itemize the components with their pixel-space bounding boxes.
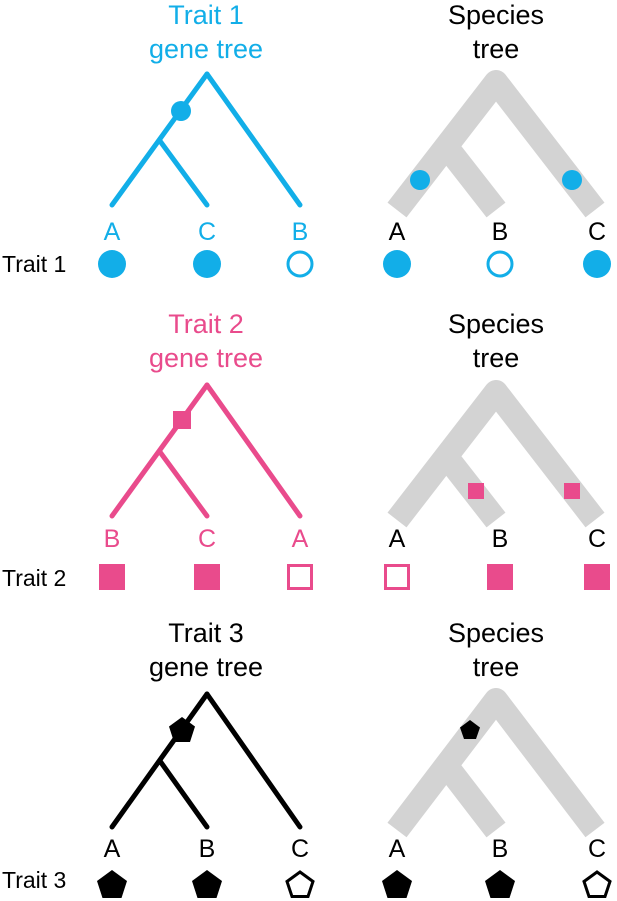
trait-2-row-label: Trait 2 [2, 565, 66, 591]
trait-2-species-tree-tip-label-1: A [389, 525, 406, 553]
trait-3-gene-tree: Trait 3 gene tree A B C [97, 618, 315, 898]
trait-2-gene-tree-branch-inner [157, 449, 210, 519]
trait-1-gene-tree-branches [109, 71, 303, 208]
trait-1-species-tree: Species tree A B C [383, 0, 611, 278]
trait-3-row-label: Trait 3 [2, 867, 66, 893]
trait-2-gene-tree-branch-right [204, 382, 303, 519]
trait-3-species-tree-branch-inner [436, 757, 506, 838]
trait-3-species-tree-title-line2: tree [473, 652, 520, 682]
trait-3-gene-tree-tip-state-1 [97, 870, 127, 898]
trait-1-species-tree-transition-marker-2 [562, 170, 582, 190]
trait-3-gene-tree-tip-state-2 [192, 870, 222, 898]
trait-2-species-tree-tip-label-3: C [588, 525, 606, 553]
trait-2-gene-tree-transition-marker [173, 411, 191, 429]
trait-2-species-tree-tip-state-3 [584, 564, 610, 590]
trait-2-species-tree-tip-state-2 [487, 564, 513, 590]
trait-3-species-tree: Species tree A B C [382, 618, 612, 898]
trait-2-species-tree-transition-marker-1 [468, 483, 484, 499]
trait-1-species-tree-tip-label-2: B [492, 218, 509, 246]
trait-2-gene-tree-tip-state-1 [99, 564, 125, 590]
trait-3-gene-tree-branches [109, 691, 303, 830]
panel-trait-3: Trait 3 gene tree A B C Species tree [2, 618, 612, 898]
trait-3-species-tree-tip-label-3: C [588, 835, 606, 863]
trait-3-gene-tree-title-line2: gene tree [149, 652, 263, 682]
trait-1-gene-tree-tip-label-2: C [198, 218, 216, 246]
trait-1-species-tree-branches [387, 70, 605, 218]
trait-1-gene-tree-tip-state-3 [286, 250, 314, 278]
trait-3-species-tree-branches [387, 688, 605, 838]
panel-trait-2: Trait 2 gene tree B C A Species tree [2, 309, 610, 591]
trait-3-species-tree-branch-outer [387, 688, 605, 838]
trait-1-gene-tree-tip-state-1 [98, 250, 126, 278]
trait-1-species-tree-title-line1: Species [448, 0, 544, 30]
trait-1-species-tree-tip-label-1: A [389, 218, 406, 246]
trait-1-species-tree-branch-outer [387, 70, 605, 218]
trait-3-species-tree-tip-label-1: A [389, 835, 406, 863]
trait-3-gene-tree-branch-inner [157, 758, 210, 830]
trait-2-species-tree-transition-marker-2 [564, 483, 580, 499]
trait-1-species-tree-transition-marker-1 [410, 170, 430, 190]
trait-3-species-tree-tip-state-3 [582, 870, 612, 898]
trait-2-gene-tree-tip-state-3 [287, 564, 313, 590]
trait-1-gene-tree: Trait 1 gene tree A C B [98, 0, 314, 278]
panel-trait-1: Trait 1 gene tree A C B Species tree [2, 0, 611, 278]
trait-2-gene-tree-tip-state-2 [194, 564, 220, 590]
trait-1-species-tree-tip-state-3 [583, 250, 611, 278]
trait-1-row-label: Trait 1 [2, 251, 66, 277]
trait-2-gene-tree-tip-label-2: C [198, 525, 216, 553]
trait-3-gene-tree-title-line1: Trait 3 [168, 618, 244, 648]
trait-1-gene-tree-title-line1: Trait 1 [168, 0, 244, 30]
trait-1-gene-tree-branch-right [204, 71, 303, 208]
trait-3-gene-tree-branch-right [204, 691, 303, 830]
trait-1-species-tree-tip-label-3: C [588, 218, 606, 246]
trait-1-gene-tree-tip-label-3: B [292, 218, 309, 246]
trait-2-species-tree-branches [387, 380, 605, 528]
trait-1-gene-tree-tip-label-1: A [104, 218, 121, 246]
trait-3-species-tree-tip-label-2: B [492, 835, 509, 863]
trait-3-species-tree-tip-state-1 [382, 870, 412, 898]
trait-3-gene-tree-tip-label-1: A [104, 835, 121, 863]
trait-2-gene-tree-tip-label-1: B [104, 525, 121, 553]
trait-3-gene-tree-tip-label-3: C [291, 835, 309, 863]
trait-1-species-tree-branch-inner [436, 138, 506, 218]
trait-2-species-tree: Species tree A B C [384, 309, 610, 590]
trait-2-gene-tree-branches [109, 382, 303, 519]
trait-2-gene-tree-title-line2: gene tree [149, 343, 263, 373]
trait-2-species-tree-branch-outer [387, 380, 605, 528]
trait-3-species-tree-tip-state-2 [485, 870, 515, 898]
trait-1-species-tree-tip-state-1 [383, 250, 411, 278]
trait-3-species-tree-title-line1: Species [448, 618, 544, 648]
trait-2-gene-tree-title-line1: Trait 2 [168, 309, 244, 339]
trait-1-gene-tree-title-line2: gene tree [149, 34, 263, 64]
trait-2-gene-tree: Trait 2 gene tree B C A [99, 309, 313, 590]
trait-2-species-tree-title-line2: tree [473, 343, 520, 373]
trait-3-gene-tree-tip-label-2: B [199, 835, 216, 863]
trait-1-gene-tree-branch-inner [157, 138, 210, 208]
trait-1-gene-tree-tip-state-2 [193, 250, 221, 278]
trait-2-gene-tree-tip-label-3: A [292, 525, 309, 553]
trait-2-species-tree-tip-label-2: B [492, 525, 509, 553]
trait-3-species-tree-transition-marker [460, 720, 480, 739]
trait-1-gene-tree-transition-marker [171, 101, 191, 121]
trait-3-gene-tree-transition-marker [169, 717, 195, 742]
trait-1-species-tree-tip-state-2 [486, 250, 514, 278]
trait-2-species-tree-tip-state-1 [384, 564, 410, 590]
trait-3-gene-tree-tip-state-3 [285, 870, 315, 898]
trait-2-species-tree-title-line1: Species [448, 309, 544, 339]
trait-1-species-tree-title-line2: tree [473, 34, 520, 64]
